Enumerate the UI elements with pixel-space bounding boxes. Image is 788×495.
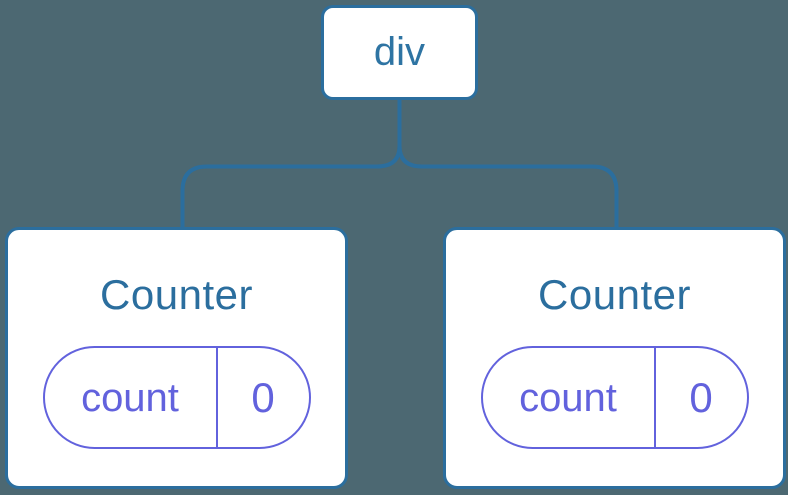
counter-card-right: Counter count 0 [443, 227, 786, 489]
state-value: 0 [689, 373, 713, 421]
connector-right-branch [397, 100, 619, 228]
counter-card-left: Counter count 0 [5, 227, 348, 489]
root-node-label: div [373, 30, 426, 74]
state-value: 0 [251, 373, 275, 421]
state-key: count [45, 348, 218, 447]
state-pill: count 0 [480, 346, 749, 449]
state-pill: count 0 [42, 346, 311, 449]
counter-title: Counter [100, 271, 253, 318]
root-node-div: div [321, 5, 478, 100]
counter-title: Counter [538, 271, 691, 318]
state-key: count [483, 348, 656, 447]
connector-left-branch [180, 100, 402, 228]
